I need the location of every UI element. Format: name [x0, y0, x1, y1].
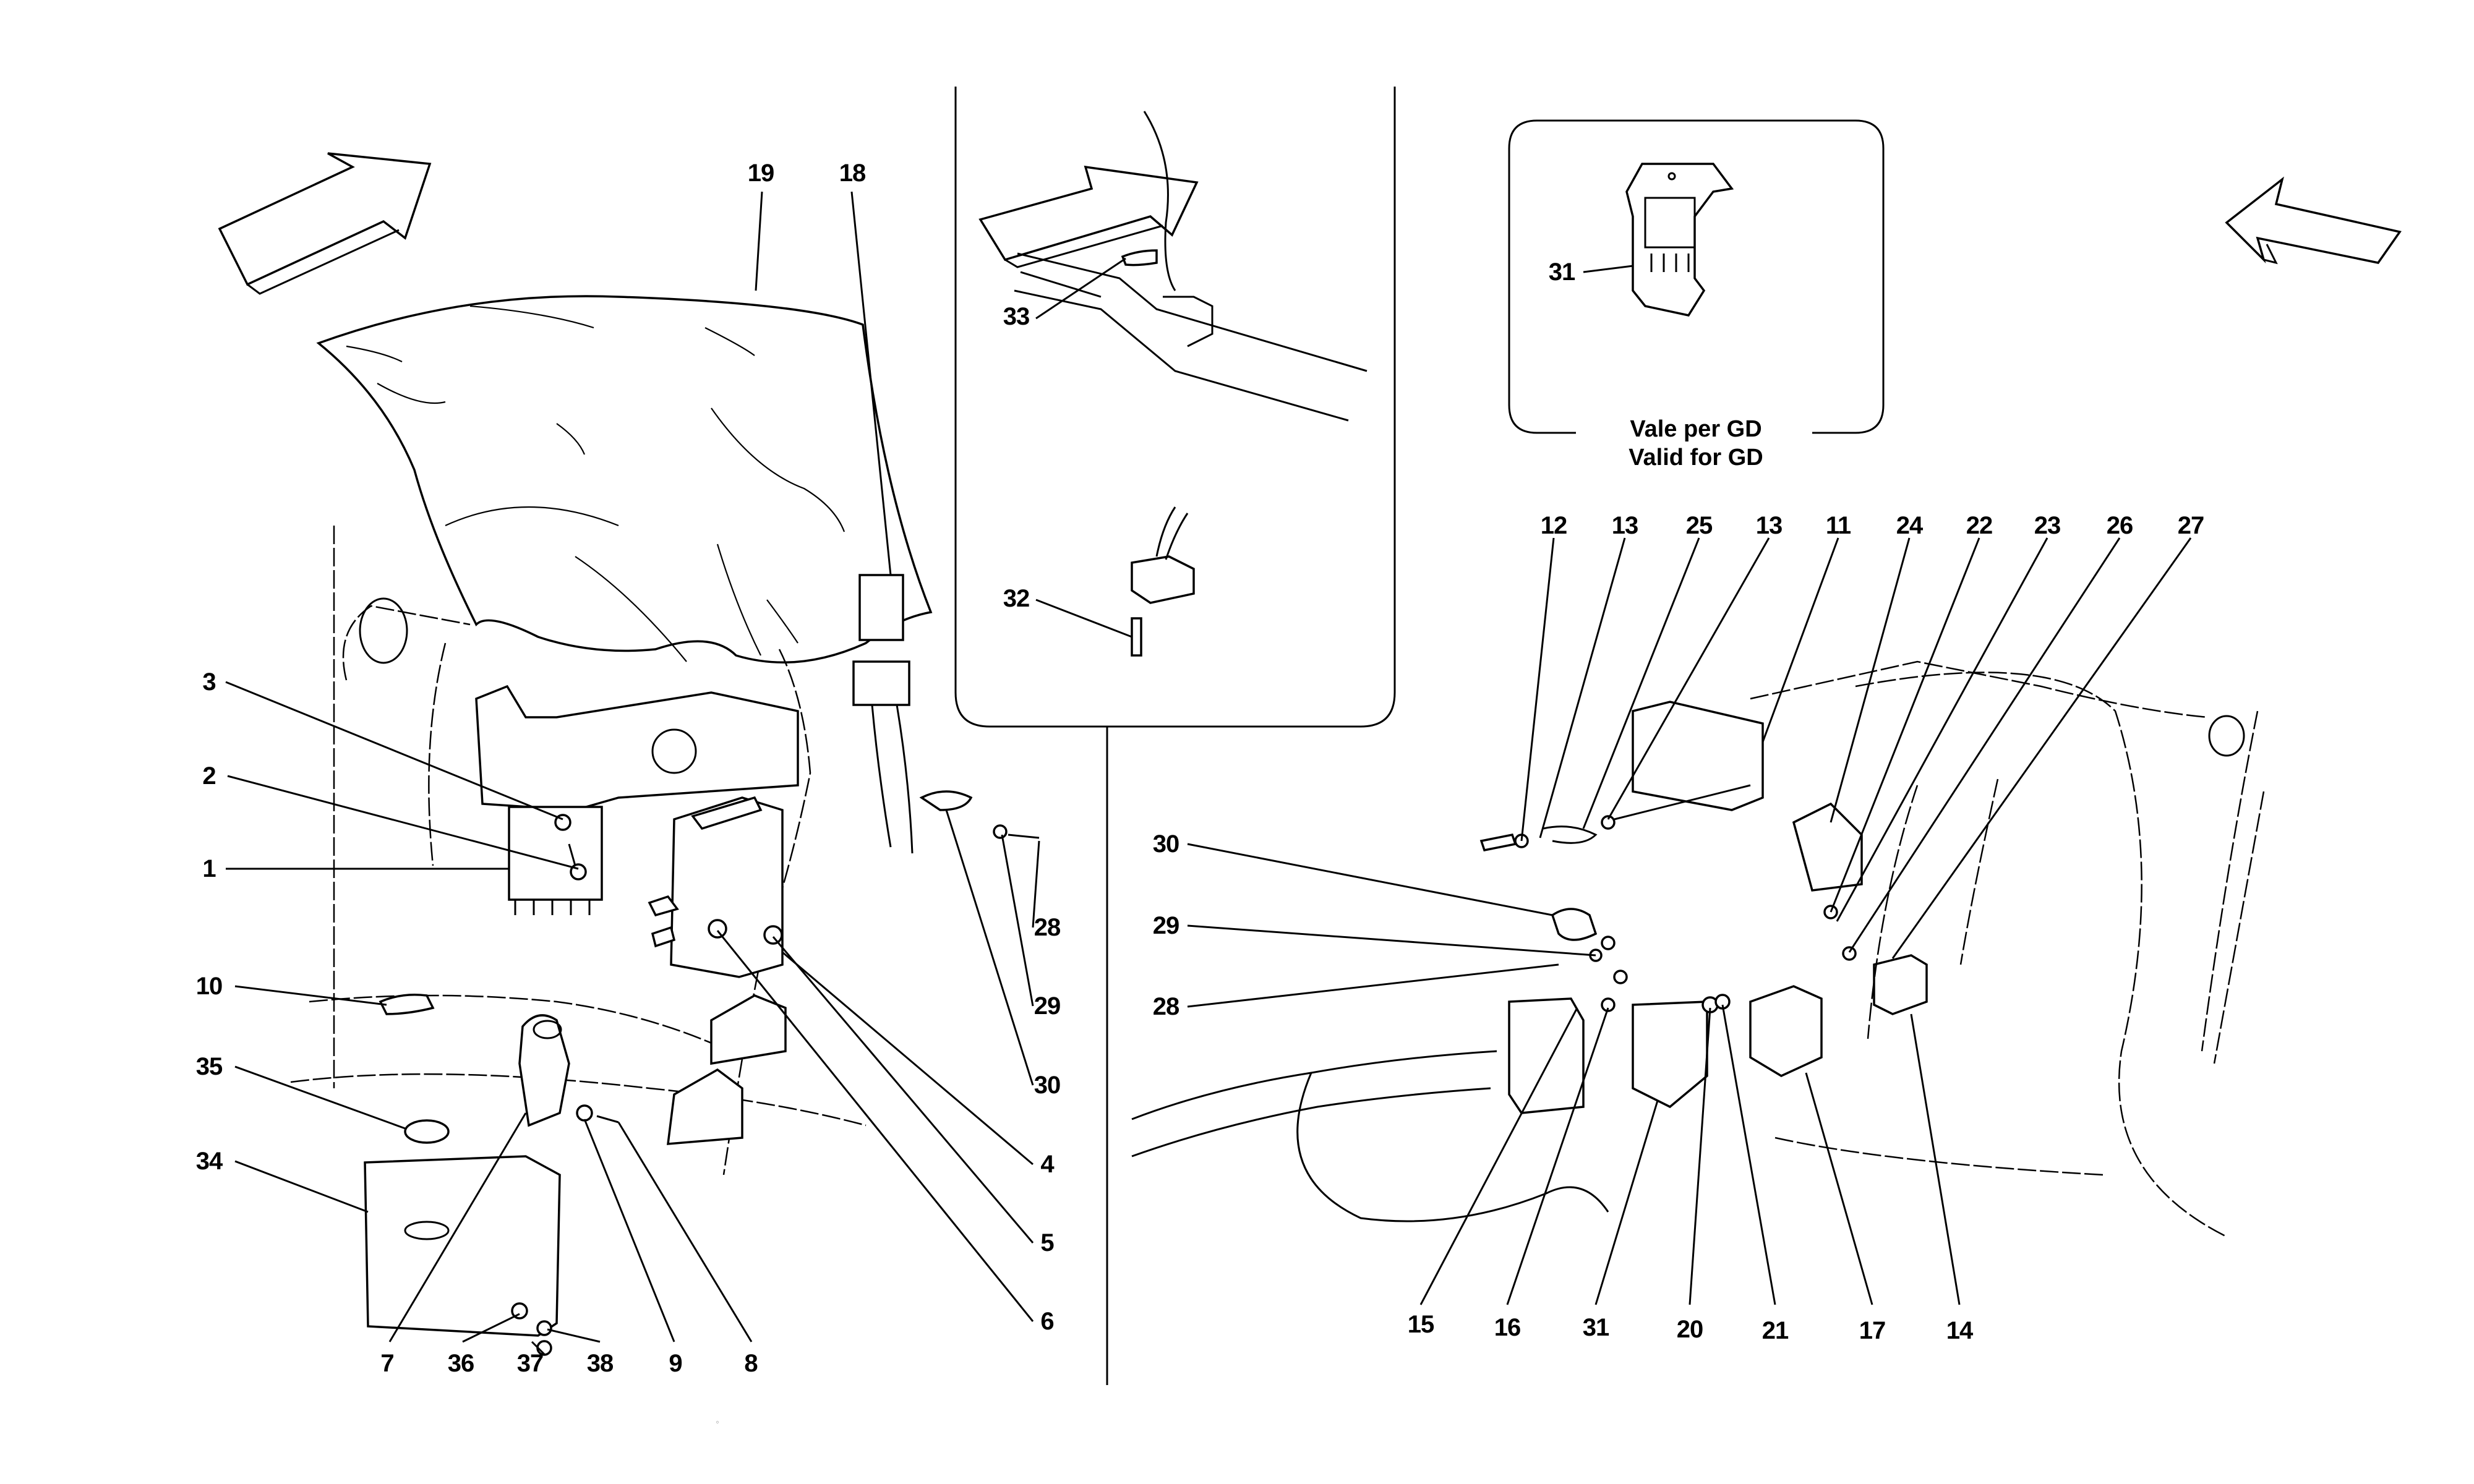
callout-13: 13: [1611, 512, 1638, 539]
callout-22: 22: [1966, 512, 1993, 539]
callout-7: 7: [380, 1350, 394, 1377]
callout-21: 21: [1761, 1317, 1789, 1344]
arrow-forward-icon: [978, 165, 1199, 268]
callout-17: 17: [1859, 1317, 1886, 1344]
callout-6: 6: [1040, 1308, 1054, 1335]
callout-30: 30: [1152, 830, 1179, 858]
callout-30: 30: [1034, 1072, 1061, 1099]
gd-note-italian: Vale per GD: [1630, 416, 1762, 442]
callout-12: 12: [1540, 512, 1567, 539]
control-unit: [670, 796, 784, 978]
callout-28: 28: [1034, 914, 1061, 941]
callout-28: 28: [1152, 993, 1179, 1020]
callout-19: 19: [747, 160, 774, 187]
arrow-forward-icon: [218, 152, 432, 295]
callout-20: 20: [1676, 1316, 1703, 1343]
gd-inset-art: [1625, 163, 1734, 317]
protective-cover: [316, 295, 933, 663]
center-inset-frame: [954, 692, 1396, 728]
callout-23: 23: [2034, 512, 2061, 539]
gd-note-english: Valid for GD: [1629, 444, 1763, 471]
left-panel-art: [290, 295, 1040, 1423]
fuse-box: [1508, 997, 1585, 1114]
callout-34: 34: [195, 1148, 223, 1175]
callout-3: 3: [202, 668, 216, 696]
gd-validity-note: Vale per GD Valid for GD: [1629, 416, 1763, 472]
callout-32: 32: [1003, 585, 1030, 612]
callout-15: 15: [1407, 1311, 1434, 1338]
screw-32: [1131, 617, 1142, 657]
clip-33: [1121, 249, 1158, 267]
callout-26: 26: [2106, 512, 2133, 539]
control-unit-11: [1632, 701, 1764, 811]
callout-4: 4: [1040, 1151, 1054, 1178]
callout-1: 1: [202, 855, 216, 882]
bracket-31: [1632, 1000, 1708, 1109]
callout-14: 14: [1946, 1317, 1973, 1344]
leader-lines: [225, 191, 2192, 1355]
callout-31-inset: 31: [1548, 258, 1575, 286]
callout-2: 2: [202, 762, 216, 790]
sensor-7: [518, 1014, 570, 1127]
center-panel-art: [1014, 111, 1368, 657]
arrow-back-icon: [2225, 176, 2402, 265]
callout-13: 13: [1755, 512, 1783, 539]
connector: [1131, 555, 1195, 604]
relay-14: [1873, 954, 1928, 1015]
callout-38: 38: [586, 1350, 614, 1377]
relay-17: [1749, 985, 1823, 1077]
crossmember: [1014, 252, 1368, 422]
callout-31: 31: [1582, 1314, 1609, 1341]
relay-18: [858, 574, 904, 641]
panel-dividers: [954, 87, 1396, 1385]
callout-18: 18: [839, 160, 866, 187]
callout-9: 9: [669, 1350, 682, 1377]
callout-29: 29: [1152, 912, 1179, 939]
gd-inset-frame: [1508, 119, 1885, 434]
box-34: [364, 1155, 561, 1337]
cap-35: [404, 1119, 450, 1144]
right-panel-art: [1131, 660, 2265, 1238]
callout-33: 33: [1003, 303, 1030, 330]
callout-36: 36: [447, 1350, 474, 1377]
callout-11: 11: [1825, 512, 1851, 539]
callout-25: 25: [1685, 512, 1713, 539]
callout-16: 16: [1494, 1314, 1521, 1341]
callout-27: 27: [2177, 512, 2204, 539]
callout-10: 10: [195, 973, 223, 1000]
callout-29: 29: [1034, 992, 1061, 1020]
callout-5: 5: [1040, 1229, 1054, 1256]
callout-24: 24: [1896, 512, 1923, 539]
callout-37: 37: [516, 1350, 544, 1377]
part-31-bracket: [1625, 163, 1734, 317]
callout-35: 35: [195, 1053, 223, 1080]
callout-8: 8: [744, 1350, 758, 1377]
